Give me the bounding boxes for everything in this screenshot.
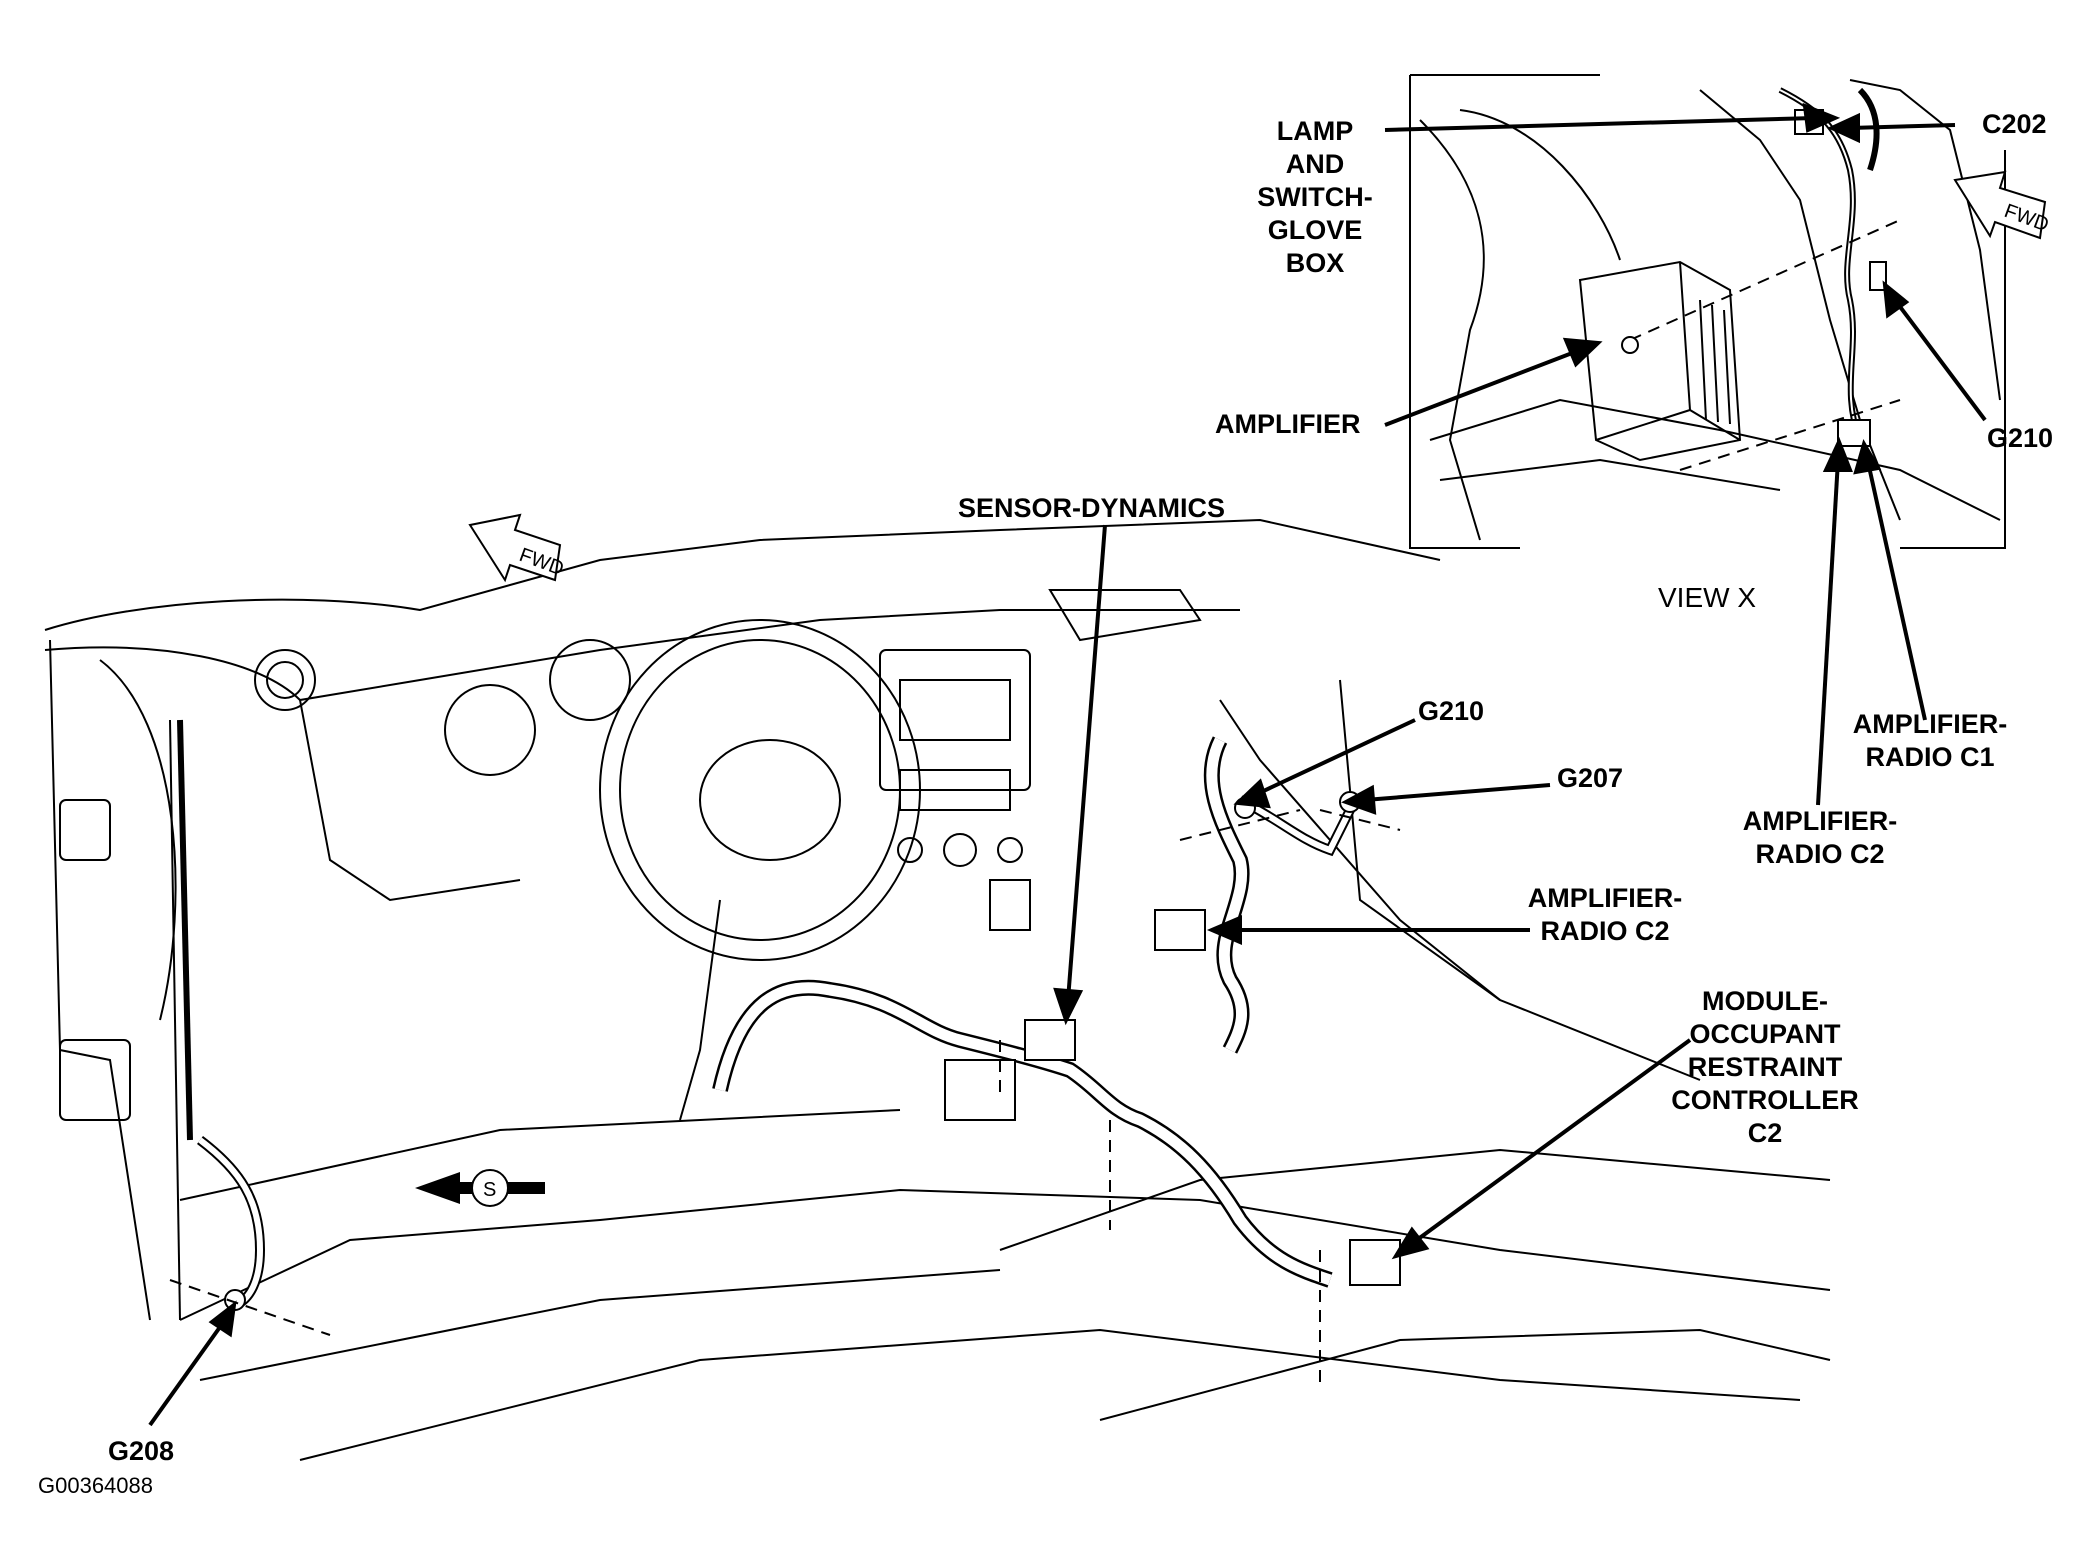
inset-view-x — [1409, 74, 2006, 549]
label-line: CONTROLLER — [1671, 1085, 1859, 1115]
label-line: RADIO C2 — [1755, 839, 1885, 869]
label-amplifier-radio-c2-view: AMPLIFIER- RADIO C2 — [1725, 805, 1915, 871]
label-line: AND — [1285, 149, 1345, 179]
label-line: RADIO C2 — [1540, 916, 1670, 946]
label-g210-main: G210 — [1418, 696, 1485, 726]
fwd-arrow-icon: FWD — [468, 513, 567, 583]
label-line: C2 — [1747, 1118, 1783, 1148]
label-amplifier-radio-c1: AMPLIFIER- RADIO C1 — [1835, 708, 2025, 774]
fwd-arrow-icon: FWD — [1953, 170, 2052, 240]
label-sensor-dynamics: SENSOR-DYNAMICS — [958, 493, 1226, 523]
label-c202: C202 — [1982, 109, 2047, 139]
label-amplifier: AMPLIFIER — [1215, 409, 1361, 439]
amplifier-module — [1578, 260, 1742, 462]
label-line: AMPLIFIER- — [1742, 806, 1898, 836]
label-lamp-switch-glove-box: LAMP AND SWITCH- GLOVE BOX — [1245, 115, 1385, 280]
label-view-x: VIEW X — [1658, 582, 1757, 613]
label-g207: G207 — [1557, 763, 1624, 793]
label-line: OCCUPANT — [1689, 1019, 1841, 1049]
label-line: RESTRAINT — [1687, 1052, 1843, 1082]
label-amplifier-radio-c2-main: AMPLIFIER- RADIO C2 — [1510, 882, 1700, 948]
label-line: MODULE- — [1702, 986, 1828, 1016]
label-line: AMPLIFIER- — [1852, 709, 2008, 739]
label-line: RADIO C1 — [1865, 742, 1995, 772]
figure-id: G00364088 — [38, 1473, 153, 1498]
label-line: GLOVE — [1267, 215, 1363, 245]
label-module-occupant-restraint-controller: MODULE- OCCUPANT RESTRAINT CONTROLLER C2 — [1665, 985, 1865, 1150]
wire-harness — [177, 719, 1360, 1310]
label-line: SWITCH- — [1257, 182, 1373, 212]
sensor-arrow-icon: S — [415, 1169, 545, 1207]
callout-arrows — [148, 102, 1987, 1427]
svg-text:S: S — [483, 1179, 496, 1201]
label-line: LAMP — [1276, 116, 1354, 146]
label-line: AMPLIFIER- — [1527, 883, 1683, 913]
label-g208: G208 — [108, 1436, 175, 1466]
label-line: BOX — [1285, 248, 1345, 278]
main-vehicle-view — [44, 518, 1831, 1461]
label-g210-view: G210 — [1987, 423, 2054, 453]
